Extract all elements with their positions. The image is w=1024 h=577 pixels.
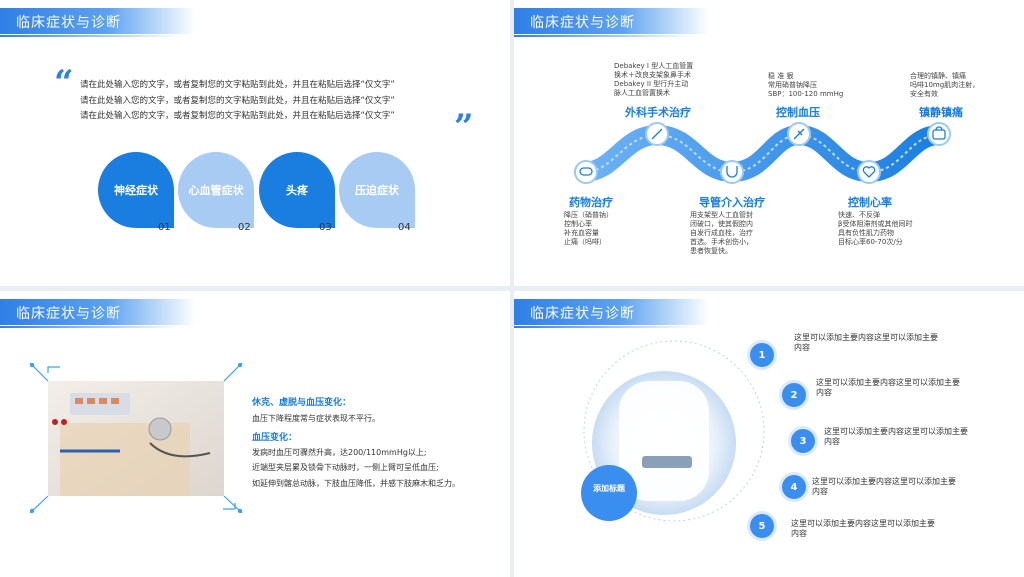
bp-line: 发病时血压可骤然升高，达200/110mmHg以上; bbox=[252, 448, 427, 457]
circle-number: 03 bbox=[319, 222, 332, 233]
number-circle-2: 2 bbox=[782, 383, 806, 407]
treatment-wave bbox=[574, 122, 951, 184]
title-underline bbox=[0, 326, 180, 328]
slide-2[interactable]: 临床症状与诊断 外科手术治疗 控制血压 镇静镇痛 Deb bbox=[514, 0, 1024, 286]
label-sedation: 镇静镇痛 bbox=[919, 106, 963, 119]
bag-icon bbox=[927, 122, 951, 146]
heart-rate-bullets: 快速、不反弹 β受体阻滞剂或其他同时 具有负性肌力药物 目标心率60-70次/分 bbox=[838, 211, 912, 247]
bullet: 用支架型人工血管封 bbox=[690, 211, 753, 219]
bullet: 安全有效 bbox=[910, 90, 938, 98]
bullet: 闭破口，使其假腔内 bbox=[690, 220, 753, 228]
label-surgery: 外科手术治疗 bbox=[625, 106, 691, 119]
bullet: Debakey II 型行升主动 bbox=[614, 80, 689, 88]
circle-number: 01 bbox=[158, 222, 171, 233]
circle-label: 压迫症状 bbox=[355, 184, 399, 197]
heading-shock: 休克、虚脱与血压变化： bbox=[252, 398, 352, 408]
bullet: 稳 准 狠 bbox=[768, 72, 794, 80]
slide-title: 临床症状与诊断 bbox=[16, 306, 121, 322]
label-bp-control: 控制血压 bbox=[776, 106, 820, 119]
bullet: 患者恢复快。 bbox=[690, 247, 732, 255]
bullet: 补充血容量 bbox=[564, 229, 599, 237]
bp-line: 近端型夹层累及锁骨下动脉时，一侧上臂可呈低血压; bbox=[252, 463, 439, 472]
bullet: 常用硝普钠降压 bbox=[768, 81, 817, 89]
number-circle-4: 4 bbox=[782, 475, 806, 499]
center-badge-label: 添加标题 bbox=[593, 484, 625, 493]
quote-line: 请在此处输入您的文字，或者复制您的文字粘贴到此处，并且在粘贴后选择“仅文字” bbox=[80, 111, 395, 121]
circle-compression[interactable]: 压迫症状 bbox=[339, 152, 415, 228]
sedation-bullets: 合理的镇静、镇痛 吗啡10mg肌肉注射， 安全有效 bbox=[910, 72, 979, 99]
text-bp-note: 血压下降程度常与症状表现不平行。 bbox=[252, 414, 380, 423]
slide-3[interactable]: 临床症状与诊断 休克、虚脱与血压变化： 血压下降程度常与症状表现不平行。 血压变… bbox=[0, 291, 510, 577]
circle-headache[interactable]: 头疼 bbox=[259, 152, 335, 228]
slide-title: 临床症状与诊断 bbox=[530, 15, 635, 31]
bullet: 目标心率60-70次/分 bbox=[838, 238, 903, 246]
outer-ring bbox=[583, 340, 765, 522]
tablet-icon bbox=[642, 456, 692, 468]
heading-bp-change: 血压变化： bbox=[252, 433, 298, 443]
wave-band bbox=[574, 124, 949, 183]
bullet: 降压（硝普钠） bbox=[564, 211, 613, 219]
bullet: 控制心率 bbox=[564, 220, 592, 228]
open-quote-icon: “ bbox=[54, 63, 74, 103]
item-text: 这里可以添加主要内容这里可以添加主要内容 bbox=[794, 333, 938, 352]
slide-title-bar: 临床症状与诊断 bbox=[514, 299, 709, 325]
item-text: 这里可以添加主要内容这里可以添加主要内容 bbox=[791, 519, 935, 538]
quote-line: 请在此处输入您的文字，或者复制您的文字粘贴到此处，并且在粘贴后选择“仅文字” bbox=[80, 80, 395, 90]
quote-line: 请在此处输入您的文字，或者复制您的文字粘贴到此处，并且在粘贴后选择“仅文字” bbox=[80, 96, 395, 106]
bullet: 合理的镇静、镇痛 bbox=[910, 72, 966, 80]
circle-label: 头疼 bbox=[286, 184, 308, 197]
circle-number: 02 bbox=[238, 222, 251, 233]
slide-title-bar: 临床症状与诊断 bbox=[0, 299, 195, 325]
catheter-bullets: 用支架型人工血管封 闭破口，使其假腔内 自发行成血栓，治疗 首选。手术创伤小， … bbox=[690, 211, 753, 256]
bullet: 具有负性肌力药物 bbox=[838, 229, 894, 237]
heart-icon bbox=[857, 160, 881, 184]
circle-number: 04 bbox=[398, 222, 411, 233]
bullet: 首选。手术创伤小， bbox=[690, 238, 753, 246]
title-underline bbox=[514, 326, 694, 328]
close-quote-icon: ” bbox=[454, 107, 474, 147]
slide-title: 临床症状与诊断 bbox=[16, 15, 121, 31]
label-medication: 药物治疗 bbox=[569, 196, 613, 209]
label-catheter: 导管介入治疗 bbox=[699, 196, 765, 209]
number-circle-5: 5 bbox=[750, 514, 774, 538]
circle-label: 神经症状 bbox=[114, 184, 158, 197]
circle-label: 心血管症状 bbox=[188, 184, 244, 197]
number-circle-3: 3 bbox=[791, 429, 815, 453]
slide-4[interactable]: 临床症状与诊断 添加标题 1 2 3 4 5 这里可以添加主要内容这里可以添加主… bbox=[514, 291, 1024, 577]
slide-title-bar: 临床症状与诊断 bbox=[0, 8, 195, 34]
bullet: 止痛（吗啡） bbox=[564, 238, 606, 246]
bullet: 脉人工血管置换术 bbox=[614, 89, 670, 97]
medication-bullets: 降压（硝普钠） 控制心率 补充血容量 止痛（吗啡） bbox=[564, 211, 613, 247]
photo-frame bbox=[30, 363, 243, 513]
item-text: 这里可以添加主要内容这里可以添加主要内容 bbox=[824, 427, 968, 446]
bullet: Debakey I 型人工血管置 bbox=[614, 62, 694, 70]
bullet: β受体阻滞剂或其他同时 bbox=[838, 220, 913, 228]
doctor-illustration bbox=[581, 340, 765, 522]
bp-line: 如延伸到髂总动脉，下肢血压降低，并感下肢麻木和乏力。 bbox=[252, 479, 460, 488]
bullet: 快速、不反弹 bbox=[838, 211, 880, 219]
item-text: 这里可以添加主要内容这里可以添加主要内容 bbox=[816, 378, 960, 397]
bullet: 自发行成血栓，治疗 bbox=[690, 229, 753, 237]
circle-cardio[interactable]: 心血管症状 bbox=[178, 152, 254, 228]
number-circle-1: 1 bbox=[750, 343, 774, 367]
stethoscope-icon bbox=[148, 417, 172, 441]
pill-icon bbox=[574, 160, 598, 184]
label-heart-rate: 控制心率 bbox=[848, 196, 892, 209]
title-underline bbox=[514, 35, 694, 37]
slide-title-bar: 临床症状与诊断 bbox=[514, 8, 709, 34]
stethoscope-icon bbox=[720, 160, 744, 184]
title-underline bbox=[0, 35, 180, 37]
item-text: 这里可以添加主要内容这里可以添加主要内容 bbox=[812, 477, 956, 496]
bp-bullets: 稳 准 狠 常用硝普钠降压 SBP：100-120 mmHg bbox=[768, 72, 843, 99]
slide-1[interactable]: 临床症状与诊断 “ ” 请在此处输入您的文字，或者复制您的文字粘贴到此处，并且在… bbox=[0, 0, 510, 286]
bullet: 换术＋改良支架象鼻手术 bbox=[614, 71, 691, 79]
bullet: 吗啡10mg肌肉注射， bbox=[910, 81, 980, 89]
bullet: SBP：100-120 mmHg bbox=[768, 90, 844, 98]
center-badge bbox=[581, 465, 637, 521]
surgery-bullets: Debakey I 型人工血管置 换术＋改良支架象鼻手术 Debakey II … bbox=[614, 62, 693, 98]
slide-title: 临床症状与诊断 bbox=[530, 306, 635, 322]
circle-neuro[interactable]: 神经症状 bbox=[98, 152, 174, 228]
